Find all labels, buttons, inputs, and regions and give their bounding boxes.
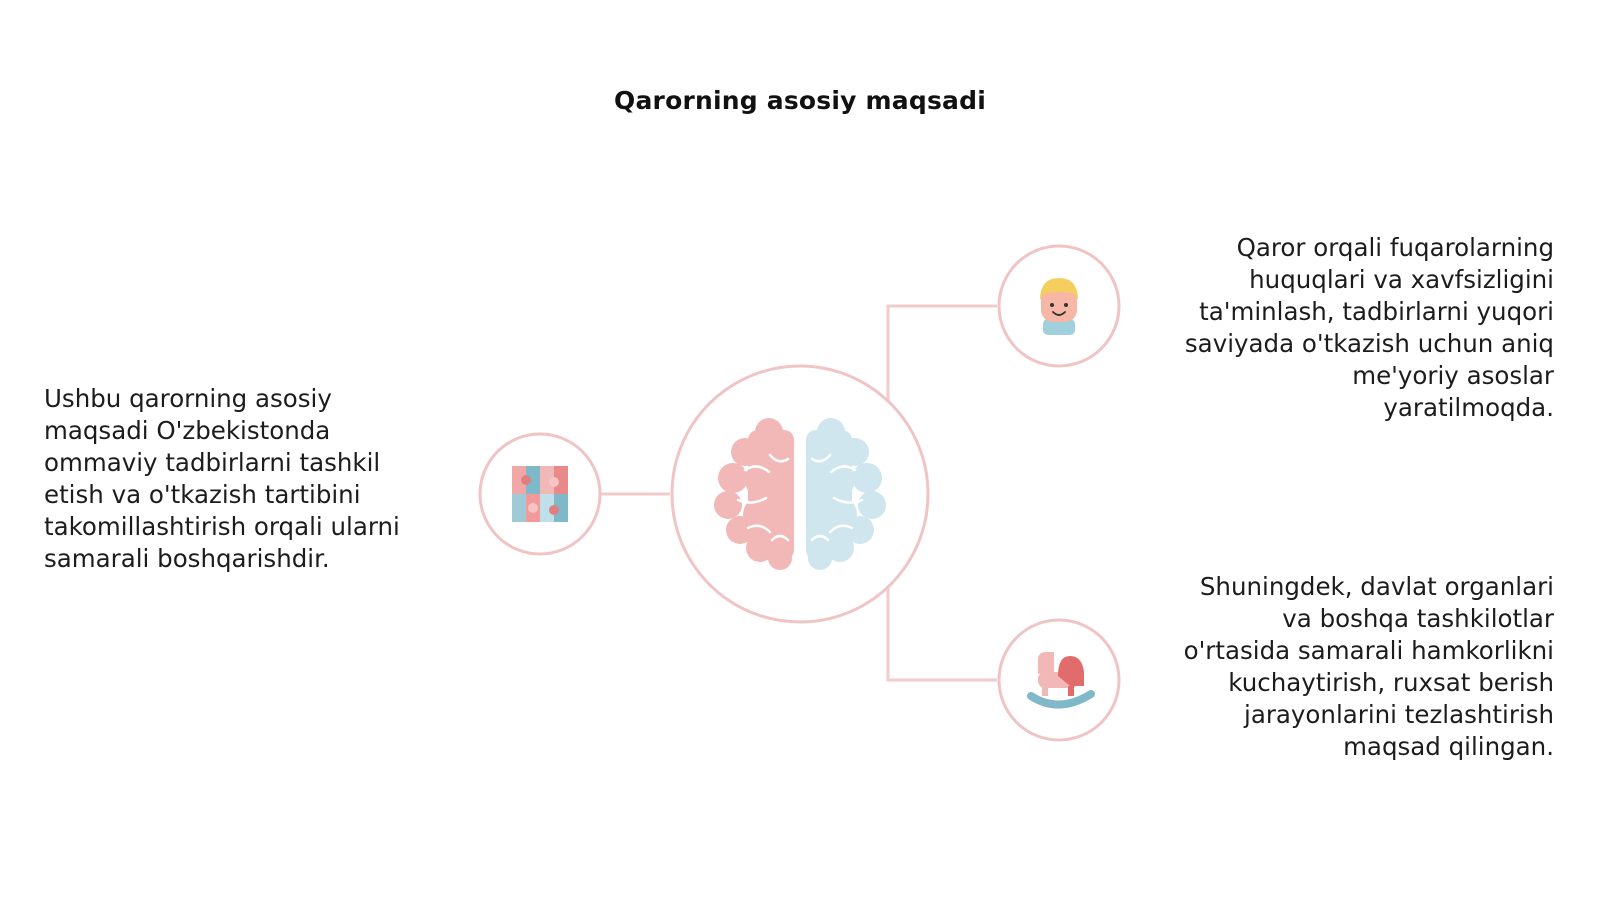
- node-bottom-right: [997, 618, 1121, 742]
- node-top-right: [997, 244, 1121, 368]
- rocking-horse-icon: [1027, 652, 1095, 709]
- goal-text-left: Ushbu qarorning asosiy maqsadi O'zbekist…: [44, 384, 400, 573]
- goal-text-top-right: Qaror orqali fuqarolarning huquqlari va …: [1184, 233, 1554, 422]
- goal-text-bottom-right: Shuningdek, davlat organlari va boshqa t…: [1183, 572, 1554, 761]
- connectors: [600, 304, 997, 682]
- connector-bottom-right: [886, 585, 997, 682]
- brain-icon: [714, 418, 886, 570]
- connector-top-right: [886, 304, 997, 400]
- child-face-icon: [1040, 278, 1078, 335]
- node-left: [478, 432, 602, 556]
- puzzle-icon: [512, 466, 568, 522]
- page-title: Qarorning asosiy maqsadi: [614, 86, 986, 115]
- center-node: [670, 364, 930, 624]
